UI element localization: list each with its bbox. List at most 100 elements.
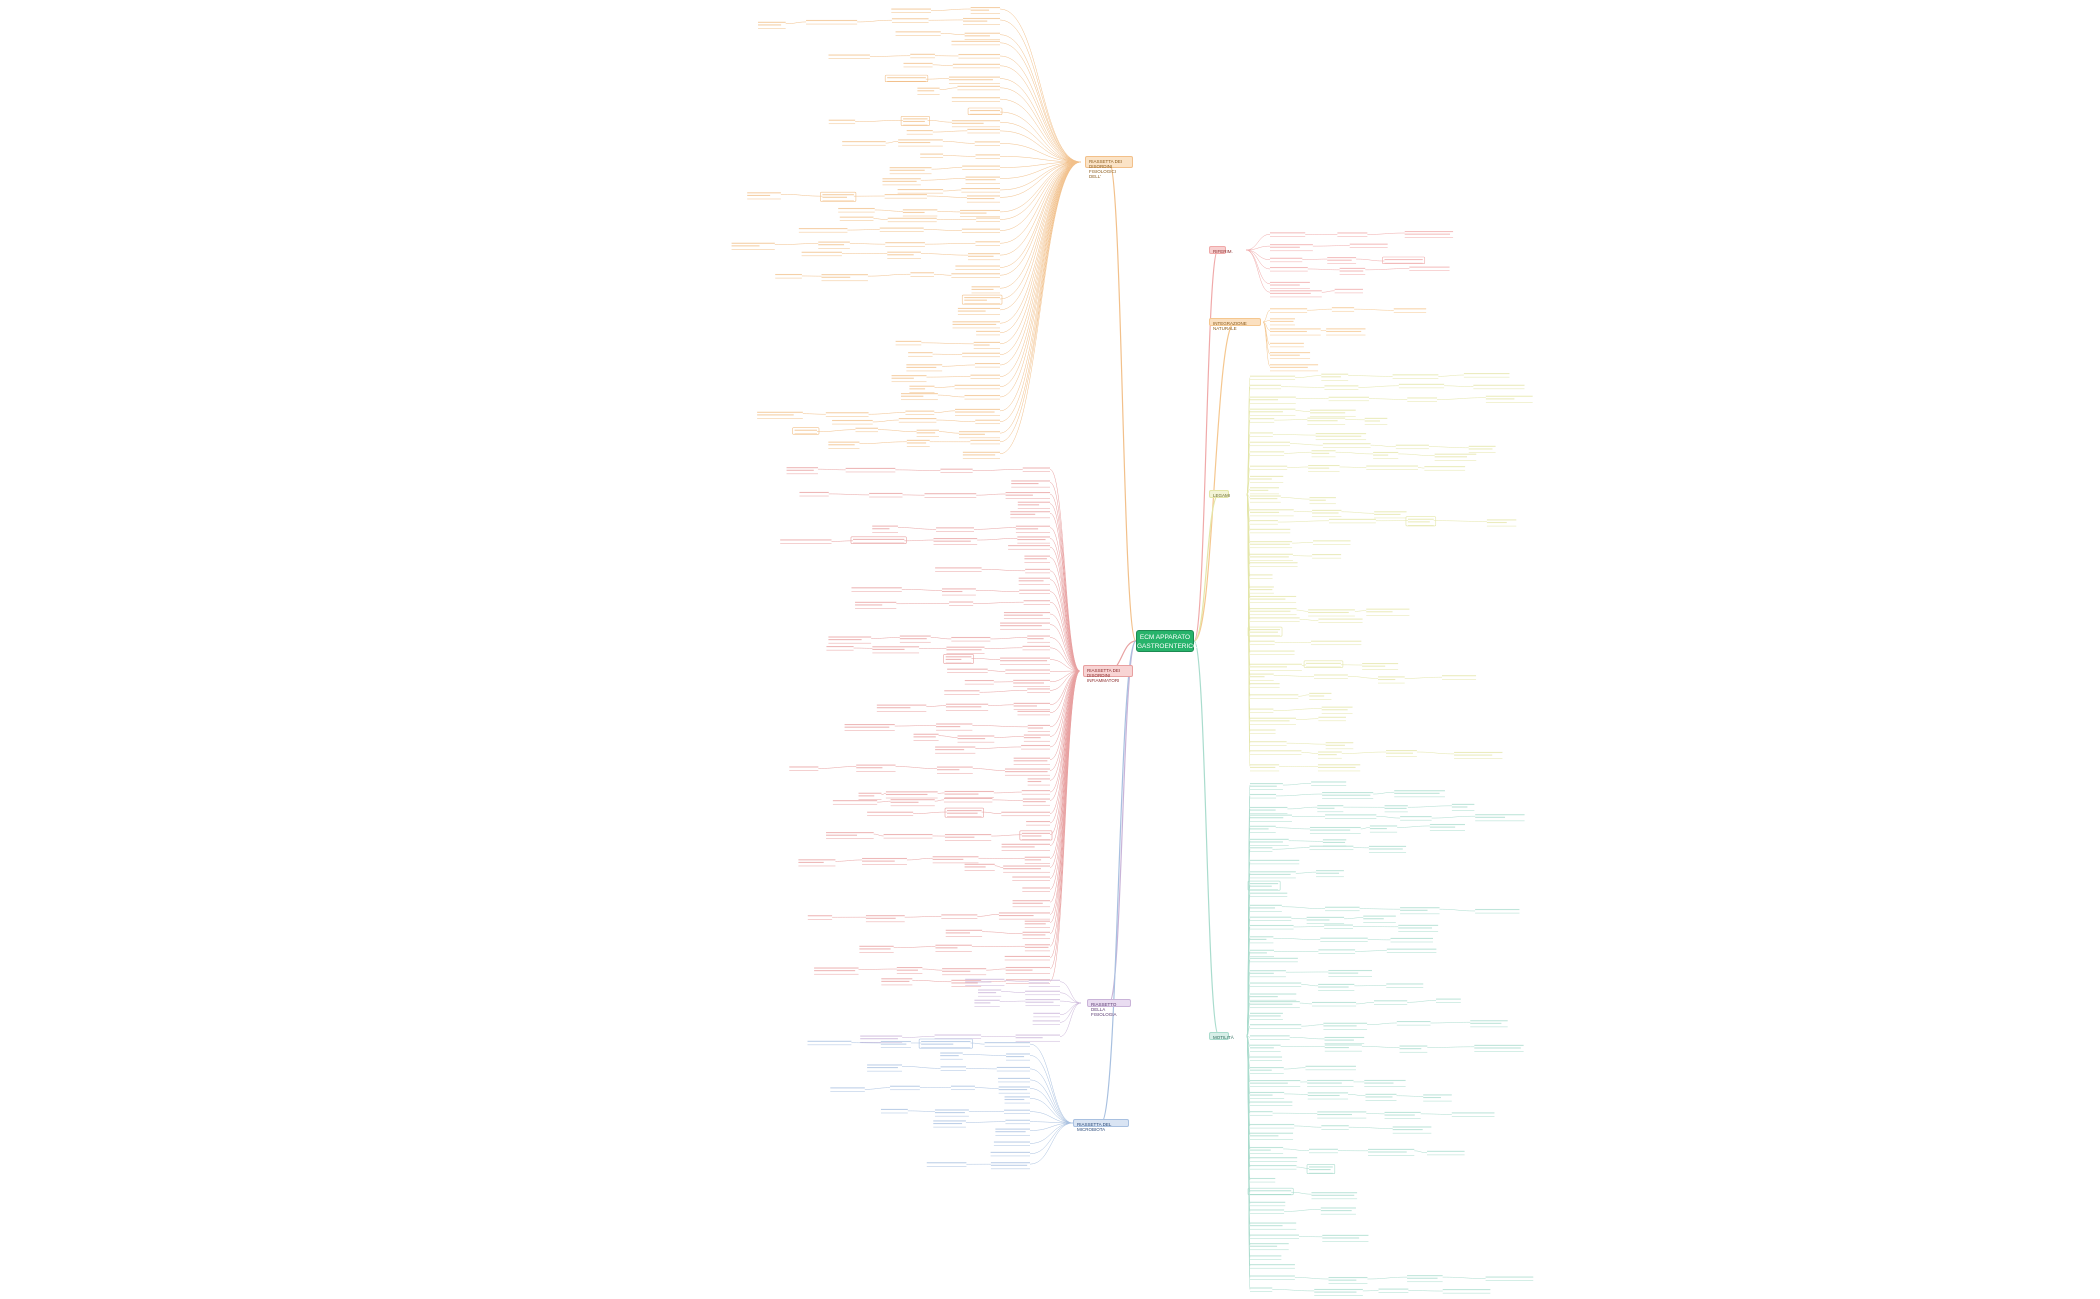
connector-line <box>930 637 952 640</box>
leaf-node <box>916 429 939 437</box>
leaf-node <box>996 1066 1030 1072</box>
leaf-node <box>855 601 897 609</box>
connector-line <box>999 143 1082 163</box>
leaf-node <box>1003 612 1050 619</box>
leaf-node <box>880 1108 908 1114</box>
leaf-node <box>954 384 1000 390</box>
connector-line <box>895 766 937 769</box>
connector-line <box>987 670 1006 672</box>
leaf-node <box>1032 1020 1060 1025</box>
leaf-node <box>887 217 937 223</box>
leaf-node <box>1250 487 1279 495</box>
connector-line <box>1108 640 1137 1004</box>
leaf-node <box>1001 811 1050 817</box>
branch-blue[interactable]: RIASSETTA DEL MICROBIOTA <box>1073 1119 1129 1132</box>
leaf-node <box>883 833 933 839</box>
connector-line <box>921 342 974 345</box>
branch-orange-right[interactable]: INTEGRAZIONE NATURALE <box>1209 318 1261 331</box>
connector-line <box>925 78 949 80</box>
leaf-node <box>951 97 1000 102</box>
leaf-node <box>1270 232 1306 237</box>
leaf-node <box>1374 1000 1408 1005</box>
branch-red-right[interactable]: RIFERIM. <box>1209 246 1233 254</box>
connector-line <box>999 98 1082 163</box>
branch-red-left[interactable]: RIASSETTA DEI DISORDINI INFIAMMATORI <box>1083 665 1133 683</box>
leaf-node <box>976 217 1000 222</box>
leaf-node <box>1012 900 1050 908</box>
leaf-node <box>1475 908 1520 914</box>
leaf-node <box>1442 1289 1491 1294</box>
branch-purple[interactable]: RIASSETTO DELLA FISIOLOGIA <box>1087 999 1131 1017</box>
leaf-node <box>1023 600 1050 605</box>
leaf-node <box>978 989 1002 997</box>
leaf-node <box>1306 1164 1336 1174</box>
leaf-node <box>1316 870 1344 878</box>
leaf-node <box>798 228 848 233</box>
branch-teal[interactable]: MOTILITÀ <box>1209 1032 1234 1040</box>
leaf-node <box>920 153 944 158</box>
leaf-node <box>905 410 935 415</box>
leaf-node <box>1250 1234 1299 1239</box>
connector-line <box>1376 816 1401 819</box>
leaf-node <box>952 63 1000 69</box>
leaf-node <box>935 567 982 572</box>
leaf-node <box>1324 924 1353 929</box>
connector-line <box>973 527 1016 530</box>
connector-line <box>1289 1037 1325 1040</box>
leaf-node <box>1363 915 1396 923</box>
connector-line <box>1049 670 1081 868</box>
connector-line <box>897 527 937 530</box>
connector-line <box>1417 467 1425 469</box>
connector-line <box>1049 546 1081 672</box>
connector-line <box>1049 557 1081 672</box>
leaf-node <box>1250 793 1277 799</box>
leaf-node <box>821 274 868 282</box>
leaf-node <box>869 492 903 498</box>
leaf-node <box>1250 574 1273 579</box>
leaf-node <box>970 374 1000 379</box>
connector-line <box>999 87 1082 163</box>
leaf-node <box>1017 536 1050 544</box>
leaf-node <box>1250 495 1281 503</box>
connector-line <box>907 1110 935 1112</box>
leaf-node <box>1019 589 1050 594</box>
leaf-node <box>1424 466 1466 471</box>
connector-line <box>864 1087 891 1090</box>
leaf-node <box>970 439 1000 445</box>
connector-line <box>1356 258 1385 262</box>
connector-line <box>774 243 819 245</box>
leaf-node <box>1017 710 1050 716</box>
connector-line <box>818 766 857 769</box>
leaf-node <box>1250 509 1294 517</box>
connector-line <box>859 441 907 444</box>
connector-line <box>894 725 937 727</box>
leaf-node <box>890 1085 920 1091</box>
leaf-node <box>860 1035 903 1043</box>
connector-line <box>869 55 911 57</box>
leaf-node <box>1310 409 1356 417</box>
leaf-node <box>998 912 1050 920</box>
leaf-node <box>1250 408 1296 416</box>
connector-line <box>999 161 1082 324</box>
connector-line <box>1029 1122 1074 1155</box>
leaf-node <box>947 668 988 673</box>
branch-yellow[interactable]: LEGAMI <box>1209 490 1230 498</box>
leaf-node <box>838 207 875 213</box>
leaf-node <box>1270 328 1321 336</box>
leaf-node <box>940 1066 967 1071</box>
leaf-node <box>1326 328 1366 336</box>
connector-line <box>1281 906 1326 909</box>
branch-orange-top[interactable]: RIASSETTA DEI DISORDINI FISIOLOGICI DELL… <box>1085 156 1133 179</box>
leaf-node <box>1470 1020 1508 1028</box>
connector-line <box>785 21 807 25</box>
leaf-node <box>832 419 873 425</box>
connector-line <box>1059 1002 1082 1037</box>
leaf-node <box>1250 1056 1283 1061</box>
connector-line <box>1274 419 1308 421</box>
central-topic[interactable]: ECM APPARATO GASTROENTERICO <box>1136 630 1198 652</box>
connector-line <box>868 412 906 415</box>
leaf-node <box>786 467 818 475</box>
leaf-node <box>1025 999 1060 1007</box>
leaf-node <box>1250 1287 1273 1292</box>
leaf-node <box>962 451 1000 459</box>
